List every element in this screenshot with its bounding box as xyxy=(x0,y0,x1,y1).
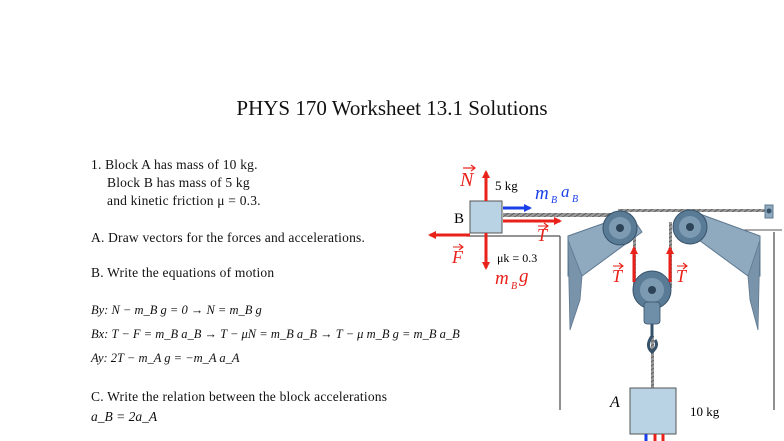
svg-text:F: F xyxy=(451,247,464,267)
friction-force-label: F xyxy=(451,243,464,267)
svg-text:g: g xyxy=(519,266,529,287)
hook-icon xyxy=(647,324,658,354)
weight-label: m B g xyxy=(495,266,529,292)
problem-line-3: and kinetic friction μ = 0.3. xyxy=(107,193,261,208)
block-a-label: A xyxy=(609,394,620,411)
page-title: PHYS 170 Worksheet 13.1 Solutions xyxy=(236,96,548,120)
svg-text:m: m xyxy=(535,183,549,204)
right-pulley xyxy=(672,209,708,245)
svg-text:m: m xyxy=(495,268,509,289)
block-a xyxy=(629,387,677,435)
part-a-text: A. Draw vectors for the forces and accel… xyxy=(91,230,366,245)
svg-text:N: N xyxy=(459,169,475,191)
rope-segment xyxy=(651,336,654,388)
normal-force-label: N xyxy=(459,164,476,191)
svg-text:B: B xyxy=(551,195,557,206)
svg-text:T: T xyxy=(676,266,688,286)
tension-label-left: T xyxy=(612,262,624,286)
acceleration-label: m B a B xyxy=(535,182,578,206)
left-pulley xyxy=(602,210,638,246)
equation-by: By: N − m_B g = 0 → N = m_B g xyxy=(91,303,262,317)
svg-text:T: T xyxy=(612,266,624,286)
problem-line-1: 1. Block A has mass of 10 kg. xyxy=(91,157,258,172)
block-b-mass: 5 kg xyxy=(495,178,518,193)
friction-coefficient-label: μk = 0.3 xyxy=(497,251,537,265)
problem-line-2: Block B has mass of 5 kg xyxy=(107,175,250,190)
lower-pulley xyxy=(632,270,672,354)
block-b xyxy=(469,200,503,234)
tension-label-block-b: T xyxy=(537,222,549,245)
acceleration-relation: a_B = 2a_A xyxy=(91,409,158,424)
svg-text:a: a xyxy=(561,182,570,201)
svg-text:B: B xyxy=(511,281,517,292)
rope-segment xyxy=(503,213,615,217)
equation-bx: Bx: T − F = m_B a_B → T − μN = m_B a_B →… xyxy=(91,327,460,341)
svg-text:B: B xyxy=(572,194,578,205)
wall-anchor xyxy=(764,204,774,219)
block-a-mass: 10 kg xyxy=(690,404,720,419)
block-b-label: B xyxy=(454,211,464,227)
part-c-text: C. Write the relation between the block … xyxy=(91,389,388,404)
equation-ay: Ay: 2T − m_A g = −m_A a_A xyxy=(91,351,240,365)
svg-text:T: T xyxy=(537,225,549,245)
tension-label-right: T xyxy=(676,262,688,286)
part-b-text: B. Write the equations of motion xyxy=(91,265,275,280)
